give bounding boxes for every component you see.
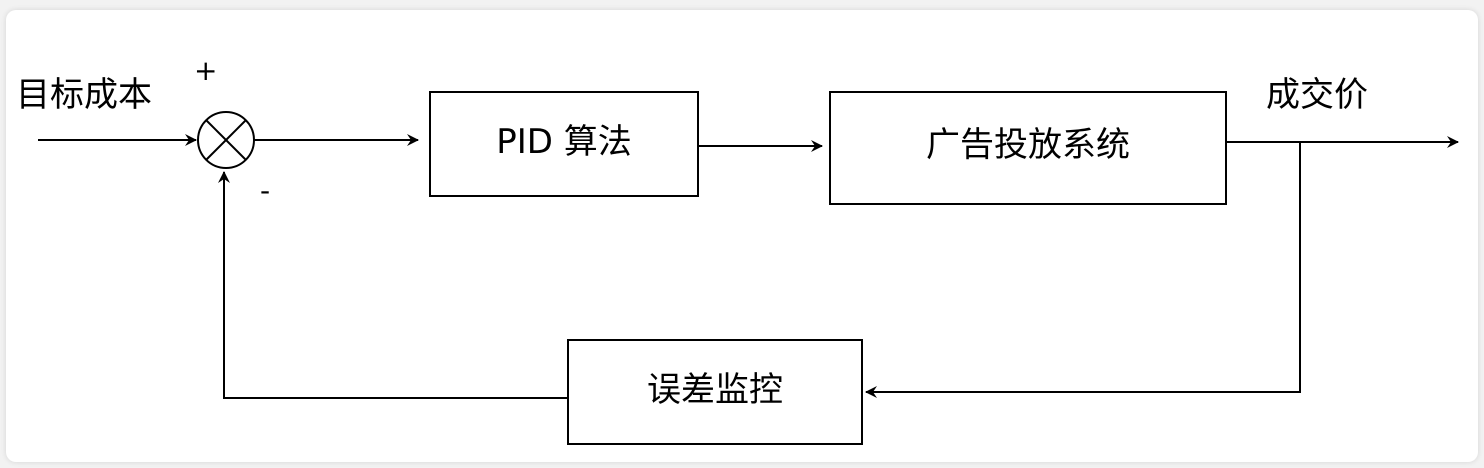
output-label: 成交价 [1266,75,1368,115]
plus-sign: + [194,54,217,87]
feedback-to-junction-arrow [218,171,568,399]
ad-system-block-label: 广告投放系统 [926,125,1130,165]
pid-block [429,91,699,197]
error-monitor-block [567,339,863,445]
pid-block-label: PID 算法 [496,122,632,162]
summing-junction [197,111,255,169]
error-monitor-block-label: 误差监控 [647,370,783,410]
feedback-to-monitor-arrow [865,142,1301,398]
ad-system-block [829,91,1227,205]
minus-sign: - [260,174,270,207]
input-label: 目标成本 [16,75,152,115]
